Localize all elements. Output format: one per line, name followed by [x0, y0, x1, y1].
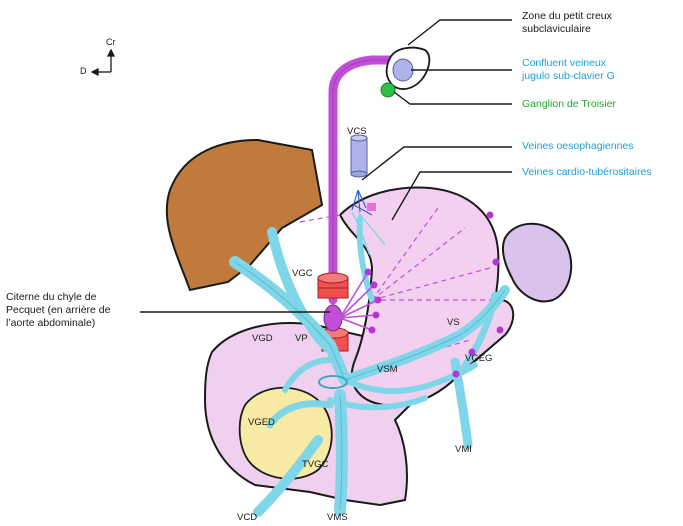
vmi-label: VMI [455, 444, 472, 455]
cardia-node [367, 203, 376, 211]
red-marker-upper [318, 273, 348, 298]
vs-label: VS [447, 317, 460, 328]
zone-line-2: subclaviculaire [522, 23, 612, 36]
citerne-line-3: l’aorte abdominale) [6, 317, 110, 330]
zone-line-1: Zone du petit creux [522, 10, 612, 23]
vged-label: VGED [248, 417, 275, 428]
troisier-ganglion [381, 83, 395, 97]
compass-arrows [92, 50, 114, 75]
vgd-label: VGD [252, 333, 273, 344]
citerne-chyle-label: Citerne du chyle de Pecquet (en arrière … [6, 291, 110, 330]
citerne-line-1: Citerne du chyle de [6, 291, 110, 304]
confluent-line-1: Confluent veineux [522, 57, 615, 70]
ganglion-troisier-label: Ganglion de Troisier [522, 98, 616, 111]
veines-oesophagiennes-label: Veines oesophagiennes [522, 140, 634, 153]
vgc-label: VGC [292, 268, 313, 279]
tvgc-label: TVGC [302, 459, 328, 470]
vcd-label: VCD [237, 512, 257, 523]
zone-petit-creux-label: Zone du petit creux subclaviculaire [522, 10, 612, 36]
compass-right-label: D [80, 66, 87, 76]
cisterna-chyli [324, 305, 342, 331]
jugulo-subclavian-confluence [393, 59, 413, 81]
vcs-cylinder [351, 135, 367, 177]
spleen [503, 224, 571, 302]
citerne-line-2: Pecquet (en arrière de [6, 304, 110, 317]
confluent-line-2: jugulo sub-clavier G [522, 70, 615, 83]
vsm-label: VSM [377, 364, 398, 375]
veines-cardio-tuberositaires-label: Veines cardio-tubérositaires [522, 166, 652, 179]
vgeg-label: VGEG [465, 353, 492, 364]
compass-cranial-label: Cr [106, 37, 116, 47]
vcs-label: VCS [347, 126, 367, 137]
confluent-veineux-label: Confluent veineux jugulo sub-clavier G [522, 57, 615, 83]
vp-label: VP [295, 333, 308, 344]
vms-label: VMS [327, 512, 348, 523]
